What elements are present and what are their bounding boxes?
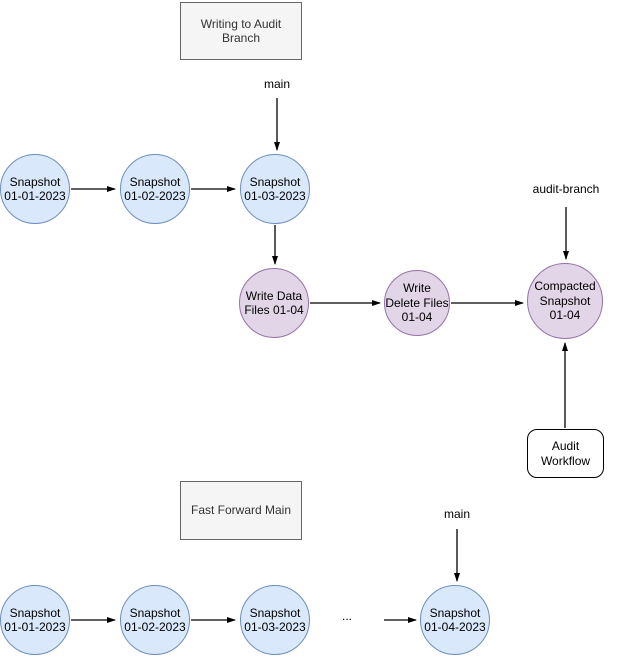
snapshot-01-03-2023-node-bottom: Snapshot 01-03-2023 [240,585,310,655]
main-branch-label-top: main [263,77,290,91]
writing-to-audit-branch-title-box: Writing to Audit Branch [180,2,302,60]
fast-forward-main-title-box: Fast Forward Main [180,481,302,540]
audit-workflow-box: Audit Workflow [527,429,604,478]
snapshot-01-01-2023-node-top: Snapshot 01-01-2023 [0,154,70,224]
snapshot-01-01-2023-node-bottom: Snapshot 01-01-2023 [0,585,70,655]
snapshot-01-03-2023-node-top: Snapshot 01-03-2023 [240,154,310,224]
main-branch-label-bottom: main [443,507,470,521]
snapshot-01-04-2023-node-bottom: Snapshot 01-04-2023 [420,585,490,655]
write-data-files-node: Write Data Files 01-04 [239,268,309,338]
ellipsis-label: ... [341,609,352,623]
snapshot-01-02-2023-node-bottom: Snapshot 01-02-2023 [120,585,190,655]
compacted-snapshot-node: Compacted Snapshot 01-04 [527,263,603,339]
audit-branch-label: audit-branch [532,182,600,196]
write-delete-files-node: Write Delete Files 01-04 [384,270,450,336]
snapshot-01-02-2023-node-top: Snapshot 01-02-2023 [120,154,190,224]
